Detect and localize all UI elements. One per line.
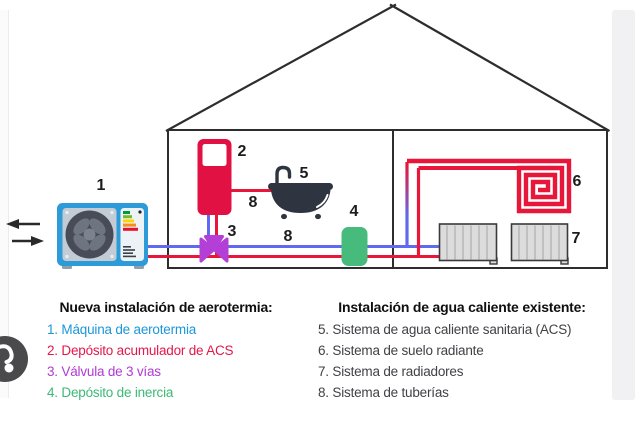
legend-new-installation: Nueva instalación de aerotermia: 1. Máqu… [40, 299, 292, 403]
label-radiators: 7 [571, 230, 581, 247]
lens-icon[interactable] [0, 335, 30, 385]
page-left-edge [0, 10, 9, 398]
legend-right-title: Instalación de agua caliente existente: [338, 299, 586, 315]
legend-item-acs-tank: 2. Depósito acumulador de ACS [47, 343, 234, 358]
legend-item-buffer-tank: 4. Depósito de inercia [47, 385, 174, 400]
label-bath: 5 [299, 165, 309, 182]
three-way-valve-icon [199, 235, 229, 263]
legend-item-pump: 1. Máquina de aerotermia [47, 322, 197, 337]
faucet-icon [275, 165, 292, 187]
acs-tank-icon [197, 139, 232, 215]
bathtub-icon [268, 165, 333, 220]
airflow-arrows [6, 219, 44, 246]
label-pipes-lower: 8 [283, 228, 293, 245]
page-right-panel [612, 10, 635, 400]
legend-item-acs-system: 5. Sistema de agua caliente sanitaria (A… [318, 322, 572, 337]
label-pump: 1 [96, 177, 106, 194]
legend-existing-installation: Instalación de agua caliente existente: … [312, 299, 612, 403]
underfloor-heating-coil [407, 158, 572, 214]
installation-diagram [6, 3, 611, 269]
label-acs-tank: 2 [237, 143, 247, 160]
pump-spec-text [123, 246, 136, 258]
legend-item-floor-heating: 6. Sistema de suelo radiante [318, 343, 484, 358]
legend-left-title: Nueva instalación de aerotermia: [59, 299, 273, 315]
legend-item-pipes: 8. Sistema de tuberías [318, 385, 449, 400]
legend-item-valve: 3. Válvula de 3 vías [47, 364, 161, 379]
label-valve: 3 [227, 223, 237, 240]
label-floor-heating: 6 [572, 173, 582, 190]
heat-pump-icon [57, 203, 148, 269]
label-buffer-tank: 4 [349, 203, 359, 220]
arrow-right-icon [31, 236, 44, 246]
label-pipes-upper: 8 [248, 194, 258, 211]
arrow-left-icon [6, 219, 19, 229]
buffer-tank-icon [341, 227, 368, 266]
radiator-icon-1 [438, 223, 498, 265]
legend-item-radiators: 7. Sistema de radiadores [318, 364, 464, 379]
energy-label-icon [123, 210, 142, 231]
radiator-icon-2 [510, 223, 569, 265]
